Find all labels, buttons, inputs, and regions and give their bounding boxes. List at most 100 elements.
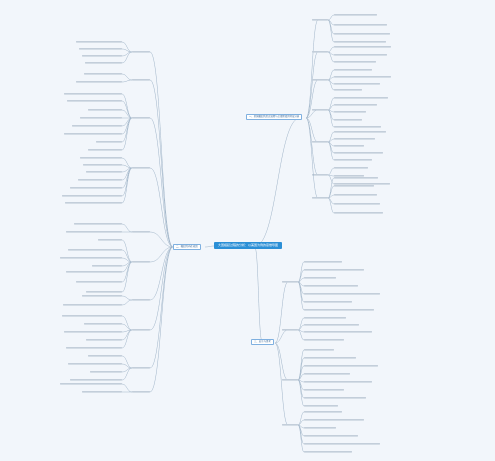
- leaf-bottom[interactable]: [304, 293, 380, 295]
- leaf-left[interactable]: [64, 133, 122, 135]
- subtopic-left[interactable]: [132, 231, 150, 233]
- leaf-top-right[interactable]: [334, 159, 372, 161]
- leaf-bottom[interactable]: [304, 309, 374, 311]
- leaf-bottom[interactable]: [304, 435, 358, 437]
- leaf-left[interactable]: [68, 363, 122, 365]
- leaf-top-right[interactable]: [334, 61, 376, 63]
- subtopic-bottom[interactable]: [282, 329, 298, 331]
- leaf-bottom[interactable]: [304, 285, 358, 287]
- leaf-top-right[interactable]: [334, 54, 387, 56]
- leaf-left[interactable]: [82, 55, 122, 57]
- leaf-top-right[interactable]: [334, 33, 390, 35]
- leaf-left[interactable]: [72, 125, 122, 127]
- leaf-top-right[interactable]: [334, 131, 386, 133]
- subtopic-left[interactable]: [132, 329, 150, 331]
- subtopic-top-right[interactable]: [312, 174, 328, 176]
- subtopic-top-right[interactable]: [312, 197, 328, 199]
- leaf-bottom[interactable]: [304, 301, 352, 303]
- leaf-left[interactable]: [86, 291, 122, 293]
- subtopic-left[interactable]: [132, 367, 150, 369]
- leaf-left[interactable]: [74, 223, 122, 225]
- leaf-top-right[interactable]: [334, 83, 380, 85]
- leaf-left[interactable]: [76, 281, 122, 283]
- subtopic-bottom[interactable]: [282, 424, 298, 426]
- leaf-bottom[interactable]: [304, 357, 356, 359]
- subtopic-top-right[interactable]: [312, 79, 328, 81]
- leaf-left[interactable]: [66, 271, 122, 273]
- leaf-left[interactable]: [68, 249, 122, 251]
- leaf-left[interactable]: [88, 355, 122, 357]
- leaf-bottom[interactable]: [304, 349, 334, 351]
- subtopic-left[interactable]: [132, 299, 150, 301]
- leaf-left[interactable]: [86, 171, 122, 173]
- leaf-top-right[interactable]: [334, 145, 364, 147]
- subtopic-left[interactable]: [132, 391, 150, 393]
- leaf-top-right[interactable]: [334, 111, 366, 113]
- leaf-bottom[interactable]: [304, 405, 338, 407]
- leaf-top-right[interactable]: [334, 183, 390, 185]
- leaf-top-right[interactable]: [334, 194, 377, 196]
- leaf-left[interactable]: [76, 81, 122, 83]
- subtopic-left[interactable]: [132, 79, 150, 81]
- leaf-left[interactable]: [66, 231, 122, 233]
- leaf-left[interactable]: [70, 379, 122, 381]
- leaf-top-right[interactable]: [334, 126, 381, 128]
- leaf-left[interactable]: [65, 202, 122, 204]
- leaf-left[interactable]: [92, 265, 122, 267]
- branch-left[interactable]: 二、崛起的内在动因: [173, 244, 201, 251]
- leaf-left[interactable]: [98, 239, 122, 241]
- leaf-left[interactable]: [63, 304, 122, 306]
- leaf-bottom[interactable]: [304, 451, 352, 453]
- leaf-top-right[interactable]: [334, 46, 391, 48]
- leaf-top-right[interactable]: [334, 104, 377, 106]
- leaf-top-right[interactable]: [334, 175, 364, 177]
- leaf-left[interactable]: [82, 391, 122, 393]
- leaf-left[interactable]: [96, 141, 122, 143]
- leaf-top-right[interactable]: [334, 76, 391, 78]
- subtopic-left[interactable]: [132, 167, 150, 169]
- leaf-left[interactable]: [80, 117, 122, 119]
- leaf-left[interactable]: [82, 295, 122, 297]
- leaf-top-right[interactable]: [334, 69, 372, 71]
- subtopic-bottom[interactable]: [282, 281, 298, 283]
- subtopic-left[interactable]: [132, 117, 150, 119]
- leaf-bottom[interactable]: [304, 269, 364, 271]
- leaf-left[interactable]: [64, 93, 122, 95]
- leaf-left[interactable]: [88, 109, 122, 111]
- leaf-left[interactable]: [80, 157, 122, 159]
- leaf-bottom[interactable]: [304, 373, 350, 375]
- leaf-bottom[interactable]: [304, 397, 366, 399]
- leaf-left[interactable]: [78, 179, 122, 181]
- subtopic-left[interactable]: [132, 51, 150, 53]
- leaf-top-right[interactable]: [334, 212, 383, 214]
- leaf-left[interactable]: [62, 195, 122, 197]
- leaf-top-right[interactable]: [334, 185, 374, 187]
- leaf-top-right[interactable]: [334, 167, 368, 169]
- leaf-bottom[interactable]: [304, 277, 336, 279]
- subtopic-top-right[interactable]: [312, 109, 328, 111]
- leaf-top-right[interactable]: [334, 119, 362, 121]
- leaf-top-right[interactable]: [334, 24, 387, 26]
- leaf-left[interactable]: [70, 187, 122, 189]
- leaf-left[interactable]: [66, 347, 122, 349]
- leaf-left[interactable]: [67, 100, 122, 102]
- leaf-bottom[interactable]: [304, 443, 380, 445]
- subtopic-top-right[interactable]: [312, 19, 328, 21]
- leaf-left[interactable]: [64, 331, 122, 333]
- subtopic-left[interactable]: [132, 261, 150, 263]
- leaf-top-right[interactable]: [334, 14, 377, 16]
- leaf-top-right[interactable]: [334, 203, 380, 205]
- leaf-bottom[interactable]: [304, 419, 364, 421]
- leaf-bottom[interactable]: [304, 381, 372, 383]
- subtopic-top-right[interactable]: [312, 51, 328, 53]
- leaf-bottom[interactable]: [304, 317, 346, 319]
- root-topic[interactable]: 大国崛起过程的分析：以美国为例的思维导图: [214, 242, 283, 249]
- branch-bottom[interactable]: 三、启示与思考: [251, 339, 274, 346]
- leaf-bottom[interactable]: [304, 427, 336, 429]
- leaf-left[interactable]: [60, 383, 122, 385]
- leaf-left[interactable]: [60, 257, 122, 259]
- leaf-bottom[interactable]: [304, 261, 342, 263]
- leaf-top-right[interactable]: [334, 89, 362, 91]
- leaf-left[interactable]: [85, 62, 122, 64]
- leaf-top-right[interactable]: [334, 97, 388, 99]
